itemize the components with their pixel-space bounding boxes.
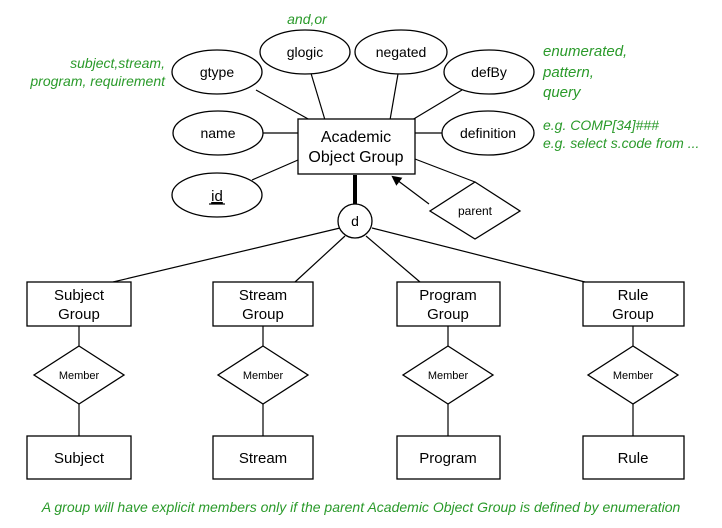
gtype-values-note-line1: subject,stream, (70, 55, 165, 71)
rule-entity-label: Rule (618, 450, 649, 467)
attribute-name: name (172, 110, 264, 156)
attribute-glogic-label: glogic (287, 44, 324, 60)
disjoint-specialization: d (337, 203, 373, 239)
connector-gtype (255, 89, 311, 121)
subject-group-entity: Subject Group (26, 281, 132, 327)
rule-group-entity: Rule Group (582, 281, 685, 327)
defby-values-note-line3: query (543, 84, 582, 101)
attribute-negated-label: negated (376, 44, 427, 60)
subject-group-line1: Subject (54, 287, 105, 304)
stream-entity-label: Stream (239, 450, 287, 467)
disjoint-marker-label: d (351, 213, 359, 229)
connector-parent-to-entity (414, 158, 476, 183)
attribute-negated: negated (354, 29, 448, 75)
connector-defby (411, 89, 463, 121)
attribute-id-label: id (211, 188, 223, 205)
connector-glogic (309, 69, 326, 121)
program-group-entity: Program Group (396, 281, 501, 327)
connector-rule-group (371, 227, 586, 283)
attribute-name-label: name (200, 125, 235, 141)
stream-group-entity: Stream Group (212, 281, 314, 327)
footer-note: A group will have explicit members only … (41, 499, 681, 515)
definition-example-note-line1: e.g. COMP[34]### (543, 117, 659, 133)
connectors (78, 69, 634, 436)
parent-relationship: parent (428, 181, 522, 240)
program-entity-label: Program (419, 450, 477, 467)
stream-group-line2: Group (242, 306, 284, 323)
subject-entity-label: Subject (54, 450, 105, 467)
attribute-defby-label: defBy (471, 64, 507, 80)
rule-member-label: Member (613, 370, 654, 382)
attribute-defby: defBy (443, 49, 535, 95)
connector-stream-group (294, 235, 346, 283)
stream-group-line1: Stream (239, 287, 287, 304)
program-entity: Program (396, 435, 501, 480)
subject-group-line2: Group (58, 306, 100, 323)
program-group-line2: Group (427, 306, 469, 323)
rule-entity: Rule (582, 435, 685, 480)
attribute-glogic: glogic (259, 29, 351, 75)
attribute-definition: definition (441, 110, 535, 156)
rule-group-line1: Rule (618, 287, 649, 304)
connector-parent-arrow (391, 175, 430, 205)
program-group-line1: Program (419, 287, 477, 304)
definition-example-note-line2: e.g. select s.code from ... (543, 135, 699, 151)
attribute-gtype-label: gtype (200, 64, 234, 80)
annotations: and,or subject,stream, program, requirem… (29, 11, 699, 515)
program-member-relationship: Member (401, 345, 495, 405)
academic-object-group-entity: Academic Object Group (297, 118, 416, 175)
rule-group-line2: Group (612, 306, 654, 323)
entity-name-line1: Academic (321, 129, 391, 146)
entity-name-line2: Object Group (308, 149, 403, 166)
defby-values-note-line2: pattern, (542, 64, 594, 81)
defby-values-note-line1: enumerated, (543, 43, 627, 60)
stream-member-relationship: Member (216, 345, 310, 405)
subject-entity: Subject (26, 435, 132, 480)
connector-negated (389, 73, 399, 121)
attribute-id: id (171, 172, 263, 218)
rule-member-relationship: Member (586, 345, 680, 405)
connector-id (251, 159, 299, 181)
subject-member-label: Member (59, 370, 100, 382)
attribute-gtype: gtype (171, 49, 263, 95)
stream-member-label: Member (243, 370, 284, 382)
gtype-values-note-line2: program, requirement (29, 73, 166, 89)
connector-subject-group (112, 227, 341, 283)
entity-box (297, 118, 416, 175)
glogic-values-note: and,or (287, 11, 328, 27)
connector-program-group (365, 235, 421, 283)
parent-relationship-label: parent (458, 204, 493, 218)
subject-member-relationship: Member (32, 345, 126, 405)
program-member-label: Member (428, 370, 469, 382)
attribute-definition-label: definition (460, 125, 516, 141)
stream-entity: Stream (212, 435, 314, 480)
